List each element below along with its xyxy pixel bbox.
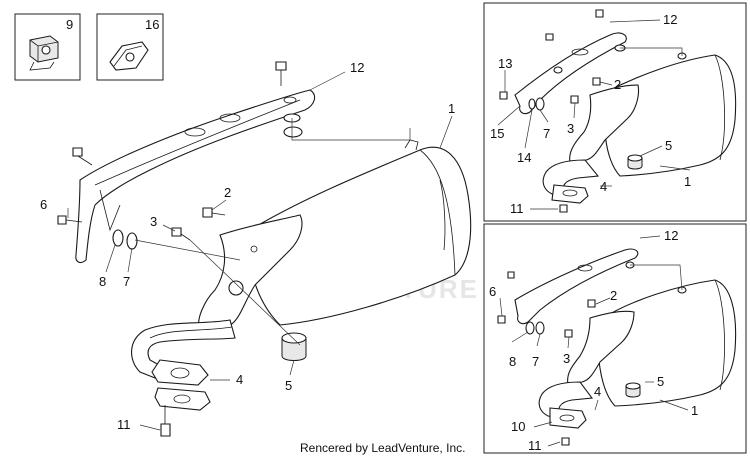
br-callout-2: 2 xyxy=(610,288,617,303)
inset-box-16: 16 xyxy=(96,13,164,81)
footer-credit: Rencered by LeadVenture, Inc. xyxy=(300,441,465,455)
tr-callout-3: 3 xyxy=(567,121,574,136)
bolt-6 xyxy=(57,215,83,225)
bolt-2 xyxy=(202,207,226,218)
mounting-bracket xyxy=(198,214,303,331)
main-callout-12: 12 xyxy=(350,60,364,75)
main-callout-2: 2 xyxy=(224,185,231,200)
br-callout-5: 5 xyxy=(657,374,664,389)
tr-callout-5: 5 xyxy=(665,138,672,153)
tr-callout-12: 12 xyxy=(663,12,677,27)
callout-16: 16 xyxy=(145,17,159,32)
br-callout-8: 8 xyxy=(509,354,516,369)
muffler xyxy=(248,139,472,326)
br-callout-7: 7 xyxy=(532,354,539,369)
inset-box-9: 9 xyxy=(14,13,81,81)
br-callout-11: 11 xyxy=(528,438,542,453)
inset-bottom-right: 12 6 2 8 7 3 5 4 1 10 11 xyxy=(483,223,747,454)
tr-callout-11: 11 xyxy=(510,201,524,216)
washer-stack-12 xyxy=(283,113,303,138)
br-callout-3: 3 xyxy=(563,351,570,366)
bolt-11 xyxy=(160,405,171,437)
tr-callout-7: 7 xyxy=(543,126,550,141)
main-view: 1 2 3 4 5 6 7 8 11 12 xyxy=(40,60,472,437)
washer-7 xyxy=(126,232,138,250)
main-callout-8: 8 xyxy=(99,274,106,289)
br-callout-10: 10 xyxy=(511,419,525,434)
exhaust-flange xyxy=(151,359,211,411)
br-callout-12: 12 xyxy=(664,228,678,243)
main-callout-11: 11 xyxy=(117,417,131,432)
tr-callout-2: 2 xyxy=(614,77,621,92)
callout-9: 9 xyxy=(66,17,73,32)
tr-callout-1: 1 xyxy=(684,174,691,189)
br-callout-6: 6 xyxy=(489,284,496,299)
br-callout-1: 1 xyxy=(691,403,698,418)
clip-nut-icon xyxy=(29,35,59,71)
washer-8 xyxy=(112,229,124,247)
main-callout-4: 4 xyxy=(236,372,243,387)
main-callout-6: 6 xyxy=(40,197,47,212)
heat-shield xyxy=(75,89,316,264)
main-callout-3: 3 xyxy=(150,214,157,229)
tr-callout-15: 15 xyxy=(490,126,504,141)
inset-top-right: 12 13 2 15 7 3 5 14 1 4 11 xyxy=(483,2,747,222)
tr-callout-4: 4 xyxy=(600,179,607,194)
main-callout-7: 7 xyxy=(123,274,130,289)
tr-callout-14: 14 xyxy=(517,150,531,165)
bolt-top-left xyxy=(72,147,93,166)
bolt-3 xyxy=(171,227,191,241)
main-callout-5: 5 xyxy=(285,378,292,393)
main-callout-1: 1 xyxy=(448,101,455,116)
tr-callout-13: 13 xyxy=(498,56,512,71)
bolt-12 xyxy=(275,61,287,86)
rubber-grommet xyxy=(281,332,307,361)
br-callout-4: 4 xyxy=(594,384,601,399)
spring-clip-icon xyxy=(109,41,149,71)
